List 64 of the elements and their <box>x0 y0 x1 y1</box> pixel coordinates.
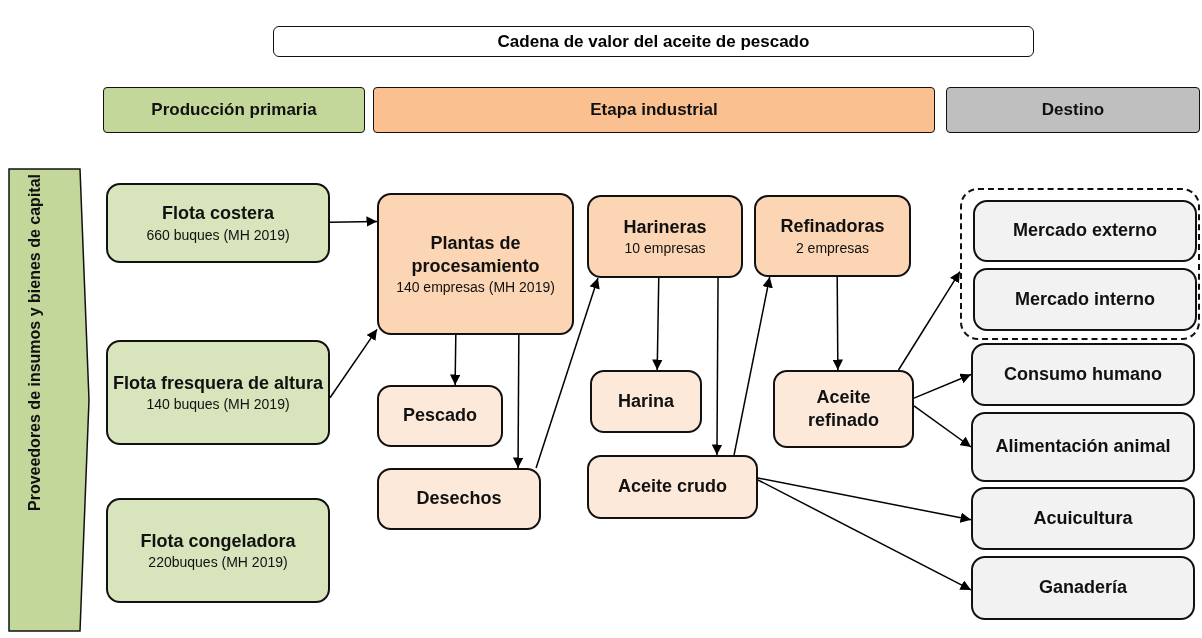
process-box <box>377 193 574 335</box>
box-title: Producción primaria <box>151 98 317 121</box>
process-box <box>754 195 911 277</box>
arrow <box>832 276 844 371</box>
box-title: Aceite crudo <box>618 475 727 499</box>
box-title: Consumo humano <box>1004 362 1162 386</box>
arrow <box>913 405 972 448</box>
arrow <box>329 216 378 227</box>
process-box <box>971 343 1195 406</box>
process-box <box>973 268 1197 331</box>
box-title: Harina <box>618 389 674 413</box>
box-title: Pescado <box>402 404 477 428</box>
arrow <box>652 277 663 371</box>
process-box <box>587 195 743 278</box>
dashed-group-box <box>960 188 1200 340</box>
box-subtitle: 2 empresas <box>795 238 870 257</box>
process-box <box>971 556 1195 620</box>
stage-header <box>946 87 1200 133</box>
process-box <box>973 200 1197 262</box>
arrow <box>757 479 972 591</box>
box-title: Etapa industrial <box>590 98 718 121</box>
box-title: Destino <box>1041 98 1105 121</box>
box-title: Flota fresquera de altura <box>112 371 324 395</box>
box-title: Refinadoras <box>780 215 885 239</box>
box-title: Desechos <box>416 487 502 511</box>
box-subtitle: 140 buques (MH 2019) <box>146 395 290 414</box>
process-box <box>590 370 702 433</box>
box-title: Ganadería <box>1038 576 1127 600</box>
process-box <box>587 455 758 519</box>
stage-header <box>373 87 935 133</box>
box-title: Harineras <box>623 215 707 239</box>
box-title: Alimentación animal <box>995 435 1171 459</box>
arrow <box>733 276 773 456</box>
box-subtitle: 660 buques (MH 2019) <box>146 225 290 244</box>
arrow <box>535 277 600 469</box>
chevron-band <box>8 168 90 632</box>
process-box <box>106 183 330 263</box>
vertical-label: Proveedores de insumos y bienes de capital <box>26 174 44 511</box>
process-box <box>971 412 1195 482</box>
box-subtitle: 220buques (MH 2019) <box>148 553 288 572</box>
arrow <box>450 334 461 386</box>
box-subtitle: 10 empresas <box>624 239 706 258</box>
box-subtitle: 140 empresas (MH 2019) <box>396 278 555 297</box>
arrow <box>913 373 972 399</box>
box-title: Flota costera <box>161 202 274 226</box>
process-box <box>377 468 541 530</box>
box-title: Acuicultura <box>1033 506 1133 530</box>
arrow <box>711 277 723 456</box>
arrow <box>757 477 972 523</box>
box-title: Mercado interno <box>1015 287 1155 311</box>
stage-header <box>103 87 365 133</box>
box-title: Mercado externo <box>1012 219 1157 243</box>
box-title: Aceite refinado <box>807 385 880 432</box>
arrow <box>512 334 524 469</box>
process-box <box>377 385 503 447</box>
process-box <box>106 498 330 603</box>
box-title: Flota congeladora <box>140 529 296 553</box>
diagram-title: Cadena de valor del aceite de pescado <box>273 26 1034 57</box>
arrow <box>897 270 961 371</box>
arrow <box>329 328 378 399</box>
box-title: Plantas de procesamiento <box>410 231 541 278</box>
process-box <box>106 340 330 445</box>
process-box <box>971 487 1195 550</box>
process-box <box>773 370 914 448</box>
